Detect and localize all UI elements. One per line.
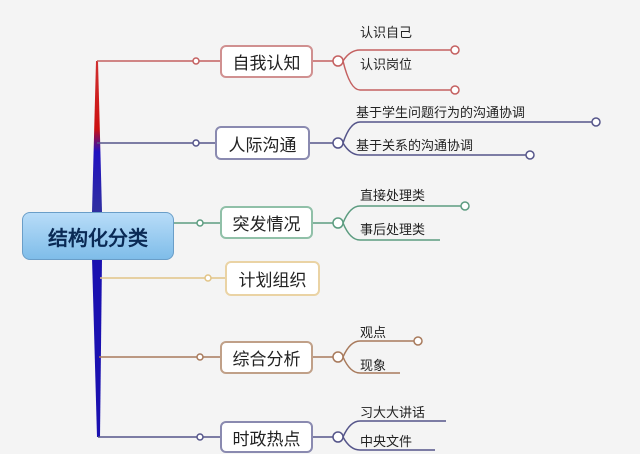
branch-current-affairs[interactable]: 时政热点 [220,421,313,453]
leaf-phenomenon[interactable]: 现象 [360,359,387,374]
leaf-viewpoint[interactable]: 观点 [360,326,387,341]
trunk-lower [92,258,102,437]
leaf-relationship[interactable]: 基于关系的沟通协调 [356,139,474,154]
root-node[interactable]: 结构化分类 [22,212,174,260]
branch-interpersonal[interactable]: 人际沟通 [215,126,310,160]
leaf-know-self[interactable]: 认识自己 [360,26,413,41]
leaf-speech[interactable]: 习大大讲话 [360,406,426,421]
branch-self-awareness[interactable]: 自我认知 [220,45,313,78]
leaf-know-position[interactable]: 认识岗位 [360,58,413,73]
branch-analysis[interactable]: 综合分析 [220,341,313,374]
leaf-student-behavior[interactable]: 基于学生问题行为的沟通协调 [356,106,526,121]
branch-planning[interactable]: 计划组织 [225,261,320,296]
leaf-central-docs[interactable]: 中央文件 [360,435,413,450]
leaf-after-handling[interactable]: 事后处理类 [360,223,426,238]
leaf-direct-handling[interactable]: 直接处理类 [360,189,426,204]
trunk-upper [92,61,102,212]
branch-emergency[interactable]: 突发情况 [220,206,313,239]
